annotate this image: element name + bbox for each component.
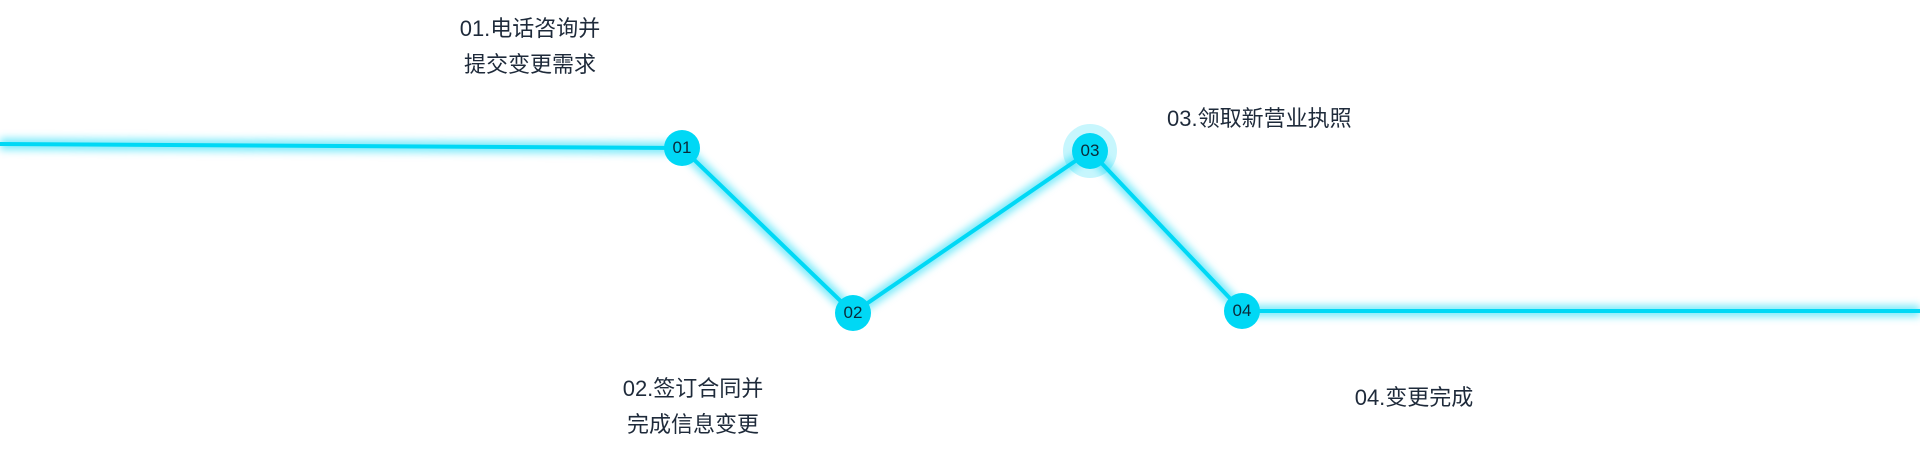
process-line-core: [0, 142, 1920, 316]
step-label-02-line1: 02.签订合同并: [622, 376, 764, 401]
step-label-01-line2: 提交变更需求: [463, 52, 596, 77]
step-label-02: 02.签订合同并 完成信息变更: [613, 371, 773, 443]
step-label-04: 04.变更完成: [1334, 380, 1494, 416]
step-node-02[interactable]: 02: [835, 295, 871, 331]
step-label-03: 03.领取新营业执照: [1167, 101, 1352, 137]
step-label-01-line1: 01.电话咨询并: [459, 16, 601, 41]
process-line-glow: [0, 138, 1920, 321]
step-label-01: 01.电话咨询并 提交变更需求: [450, 11, 610, 83]
step-label-04-line1: 04.变更完成: [1354, 385, 1474, 410]
step-label-02-line2: 完成信息变更: [626, 412, 759, 437]
step-node-04[interactable]: 04: [1224, 293, 1260, 329]
step-node-03[interactable]: 03: [1072, 133, 1108, 169]
step-node-01[interactable]: 01: [664, 130, 700, 166]
step-label-03-line1: 03.领取新营业执照: [1167, 106, 1352, 131]
